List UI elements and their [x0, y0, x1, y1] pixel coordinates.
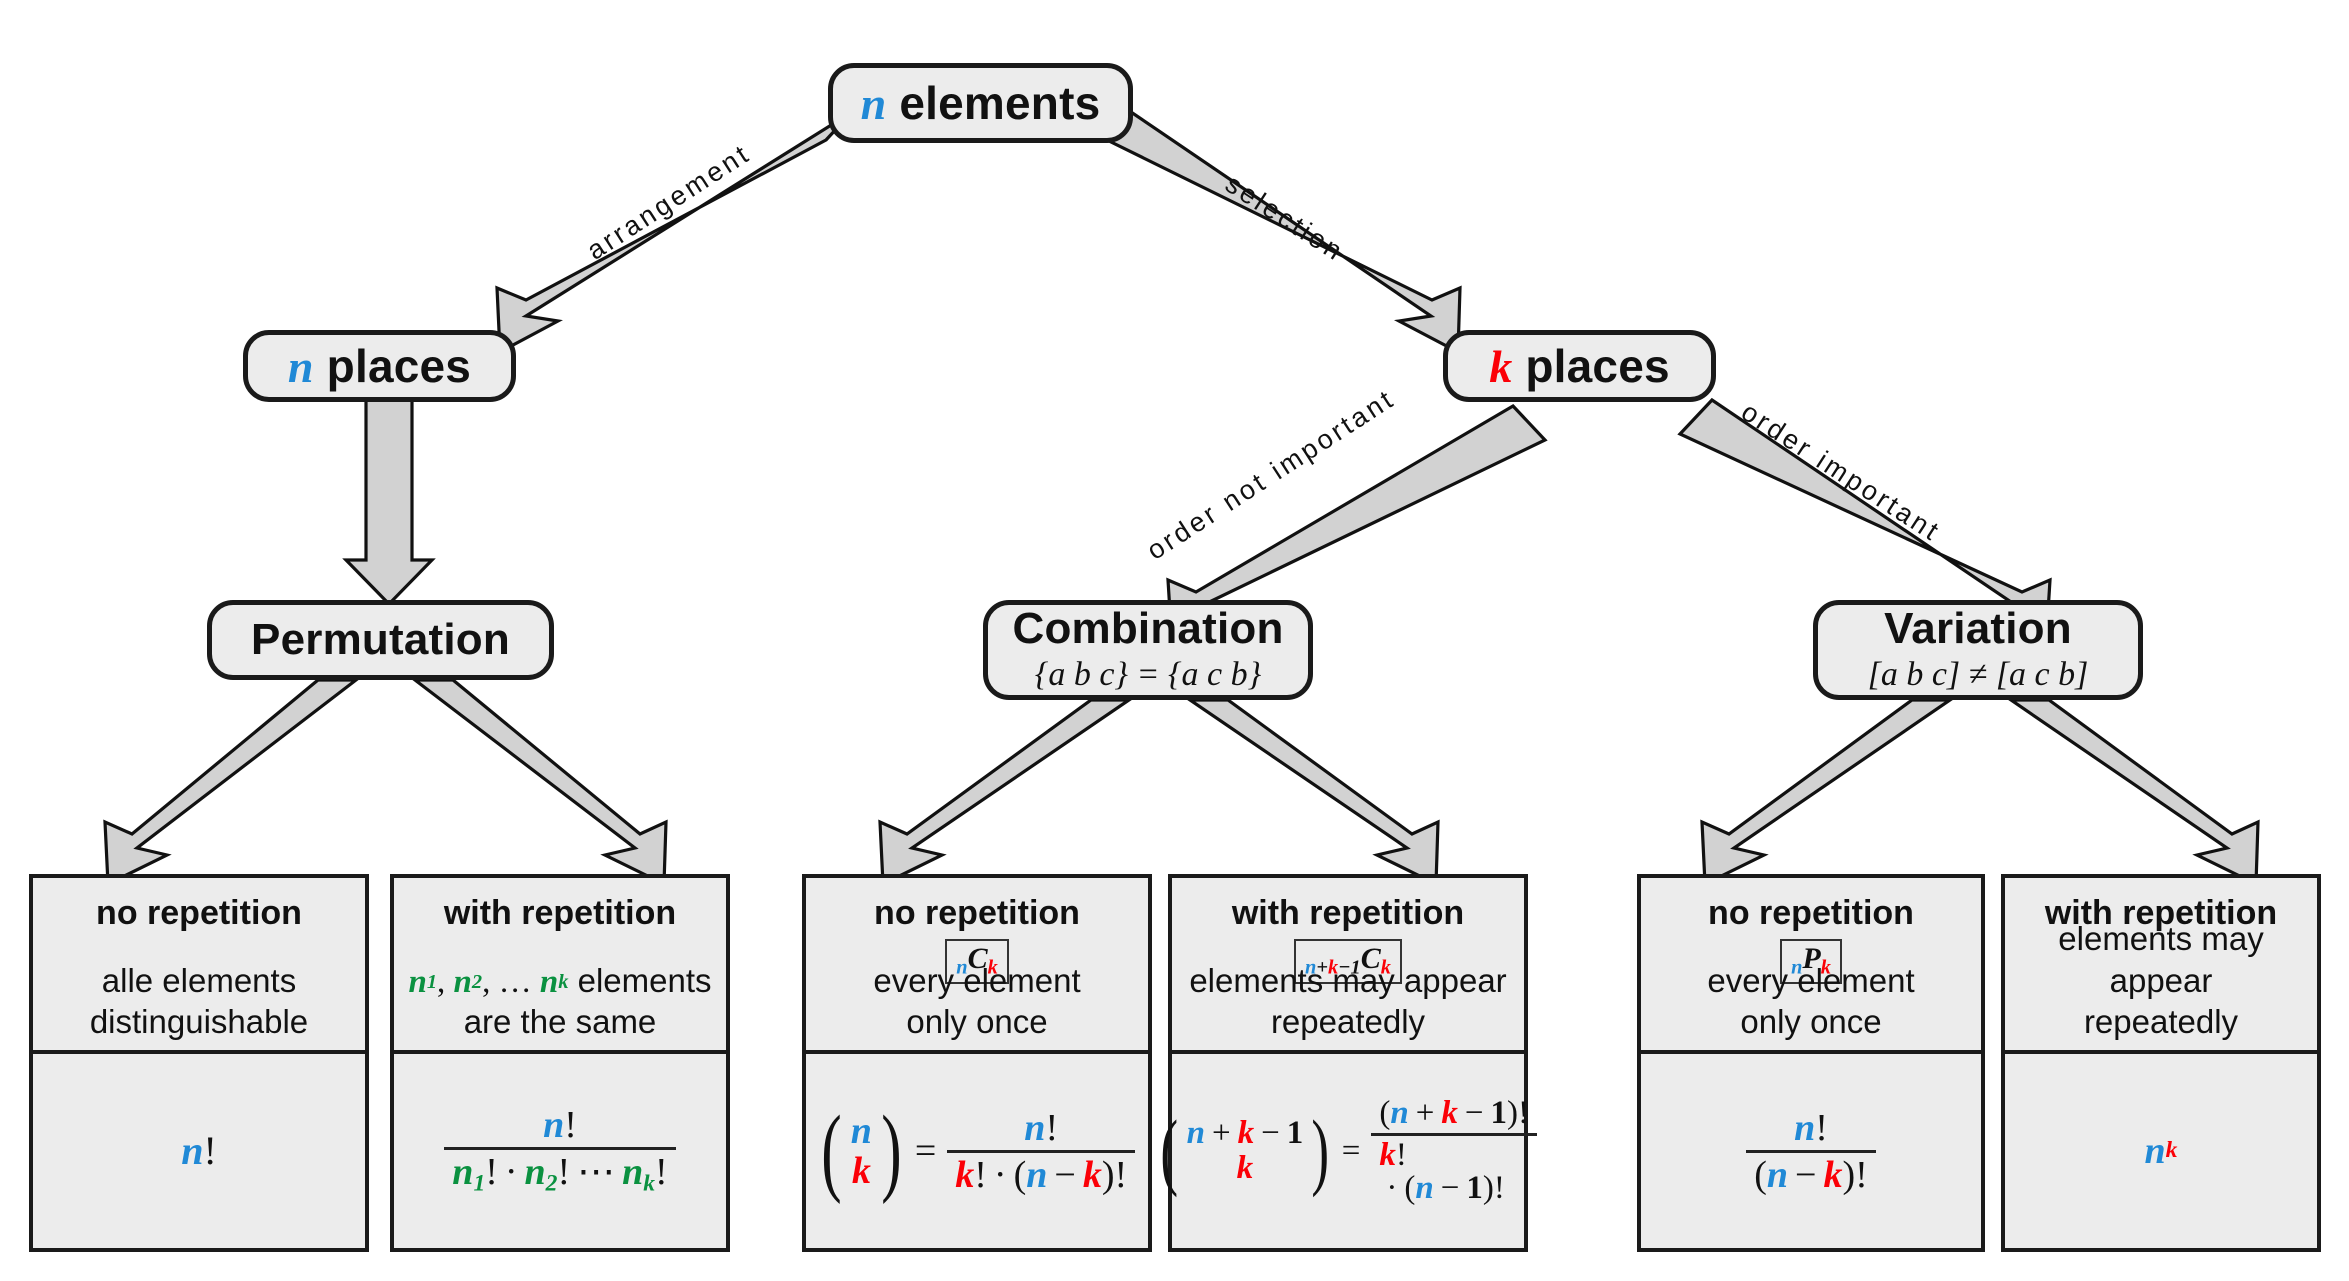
leaf-description: every element only once [806, 960, 1148, 1043]
leaf-symbol-npkm1Ck: n+k−1Ck [1294, 939, 1402, 985]
leaf-description: elements may appear repeatedly [2005, 918, 2317, 1042]
node-permutation[interactable]: Permutation [207, 600, 554, 680]
leaf-desc-line-2: repeatedly [1270, 1002, 1426, 1040]
arrow-n-places-to-permutation [342, 398, 436, 607]
leaf-top: no repetition alle elements distinguisha… [33, 878, 365, 1054]
leaf-desc-line-1: every element [1707, 961, 1915, 999]
variable-n: n [287, 341, 314, 392]
leaf-description: alle elements distinguishable [33, 960, 365, 1043]
leaf-desc-line-2: distinguishable [89, 1002, 309, 1040]
leaf-formula: n! n1!·n2!⋯nk! [394, 1054, 726, 1248]
leaf-symbol-nPk: nPk [1780, 939, 1842, 985]
leaf-description: every element only once [1641, 960, 1981, 1043]
variable-k: k [1489, 341, 1513, 392]
leaf-desc-line-1: elements may appear [2058, 920, 2264, 999]
arrow-root-to-n-places [495, 110, 854, 355]
node-permutation-label: Permutation [251, 614, 510, 664]
arrow-variation-to-leaf6 [2005, 698, 2260, 887]
leaf-desc-line-2: only once [906, 1002, 1048, 1040]
leaf-header: no repetition [1708, 894, 1914, 932]
leaf-combination-no-repetition[interactable]: no repetition nCk every element only onc… [802, 874, 1152, 1252]
node-n-places-text: places [313, 340, 472, 392]
leaf-desc-line-1: alle elements [101, 961, 297, 999]
leaf-header: with repetition [1231, 894, 1465, 932]
leaf-top: with repetition n+k−1Ck elements may app… [1172, 878, 1524, 1054]
node-combination-label: Combination [1012, 603, 1284, 653]
arrow-permutation-to-leaf2 [410, 678, 668, 887]
leaf-description: elements may appear repeatedly [1172, 960, 1524, 1043]
leaf-variation-no-repetition[interactable]: no repetition nPk every element only onc… [1637, 874, 1985, 1252]
node-combination-note: {a b c} = {a c b} [1034, 656, 1262, 694]
leaf-header: no repetition [874, 894, 1080, 932]
leaf-symbol-nCk: nCk [945, 939, 1009, 985]
leaf-top: with repetition elements may appear repe… [2005, 878, 2317, 1054]
arrow-combination-to-leaf4 [1184, 698, 1440, 887]
node-n-places[interactable]: n places [243, 330, 516, 402]
leaf-header: with repetition [2044, 894, 2278, 932]
leaf-header: no repetition [96, 894, 302, 932]
leaf-desc-line-1: elements may appear [1189, 961, 1507, 999]
node-variation-note: [a b c] ≠ [a c b] [1867, 656, 2089, 694]
leaf-combination-with-repetition[interactable]: with repetition n+k−1Ck elements may app… [1160, 874, 1537, 1252]
leaf-desc-line-2: are the same [463, 1002, 657, 1040]
node-n-places-label: n places [288, 339, 471, 393]
leaf-desc-word: elements [577, 961, 712, 999]
leaf-desc-line-1: every element [873, 961, 1081, 999]
arrow-root-to-k-places [1104, 109, 1462, 355]
leaf-formula: n! (n−k)! [1641, 1054, 1981, 1248]
leaf-formula: n! [181, 1128, 217, 1173]
node-variation-label: Variation [1884, 603, 2072, 653]
node-n-elements-text: elements [886, 77, 1101, 129]
leaf-desc-line-2: repeatedly [2083, 1002, 2239, 1040]
leaf-desc-line-2: only once [1740, 1002, 1882, 1040]
arrow-combination-to-leaf3 [878, 698, 1135, 887]
leaf-header: with repetition [443, 894, 677, 932]
leaf-permutation-no-repetition[interactable]: no repetition alle elements distinguisha… [29, 874, 369, 1252]
node-k-places-label: k places [1489, 339, 1670, 393]
node-k-places[interactable]: k places [1443, 330, 1716, 402]
node-k-places-text: places [1512, 340, 1670, 392]
node-n-elements[interactable]: n elements [828, 63, 1133, 143]
arrow-permutation-to-leaf1 [103, 678, 361, 887]
leaf-variation-with-repetition[interactable]: with repetition elements may appear repe… [2001, 874, 2321, 1252]
leaf-top: no repetition nCk every element only onc… [806, 878, 1148, 1054]
arrow-variation-to-leaf5 [1700, 698, 1956, 887]
node-n-elements-label: n elements [861, 76, 1101, 130]
node-combination[interactable]: Combination {a b c} = {a c b} [983, 600, 1313, 700]
node-variation[interactable]: Variation [a b c] ≠ [a c b] [1813, 600, 2143, 700]
leaf-top: no repetition nPk every element only onc… [1641, 878, 1981, 1054]
variable-n: n [860, 78, 887, 129]
